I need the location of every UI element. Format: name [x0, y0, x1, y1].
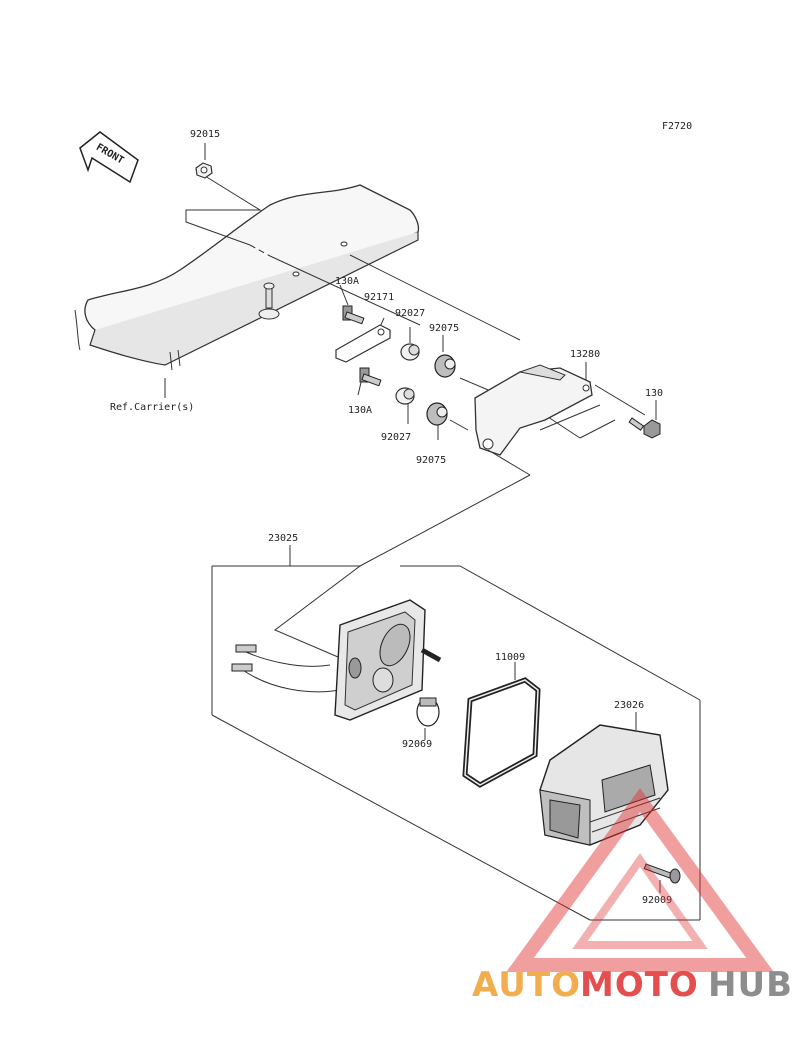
bulb-92069 — [416, 697, 440, 727]
label-130A-top: 130A — [335, 276, 359, 287]
plate-92171 — [335, 324, 391, 363]
lens-23026 — [539, 724, 669, 846]
label-130: 130 — [645, 388, 663, 399]
gasket-11009 — [462, 677, 541, 788]
label-130A-bottom: 130A — [348, 405, 372, 416]
grommet-92075-lower — [426, 402, 448, 426]
assembly-outline — [211, 449, 701, 921]
grommet-92075-upper — [434, 354, 456, 378]
label-92075-bottom: 92075 — [416, 455, 446, 466]
label-92171: 92171 — [364, 292, 394, 303]
label-92009: 92009 — [642, 895, 672, 906]
label-23025: 23025 — [268, 533, 298, 544]
bolt-130A-upper — [342, 305, 365, 325]
lamp-base-23025 — [231, 599, 442, 721]
bolt-130A-lower — [359, 367, 382, 387]
label-ref-carrier: Ref.Carrier(s) — [110, 402, 194, 413]
logo-text-auto: AUTO — [472, 965, 581, 1005]
label-92015: 92015 — [190, 129, 220, 140]
logo-text-moto: MOTO — [580, 965, 699, 1005]
label-92027-top: 92027 — [395, 308, 425, 319]
nut-92015 — [195, 162, 213, 179]
bolt-130 — [628, 417, 661, 439]
label-13280: 13280 — [570, 349, 600, 360]
leader-lines-upper — [164, 175, 657, 440]
screw-92009 — [643, 863, 681, 884]
label-92027-bottom: 92027 — [381, 432, 411, 443]
carrier-reference-part — [74, 184, 420, 371]
bracket-13280 — [474, 364, 593, 456]
label-92075-top: 92075 — [429, 323, 459, 334]
collar-92027-upper — [400, 343, 420, 361]
logo-text-hub: HUB — [708, 965, 793, 1005]
label-92069: 92069 — [402, 739, 432, 750]
front-direction-arrow: FRONT — [79, 131, 139, 184]
collar-92027-lower — [395, 387, 415, 405]
label-23026: 23026 — [614, 700, 644, 711]
label-11009: 11009 — [495, 652, 525, 663]
figure-code: F2720 — [662, 121, 692, 132]
automotohub-logo: AUTO MOTO HUB — [472, 788, 793, 1005]
